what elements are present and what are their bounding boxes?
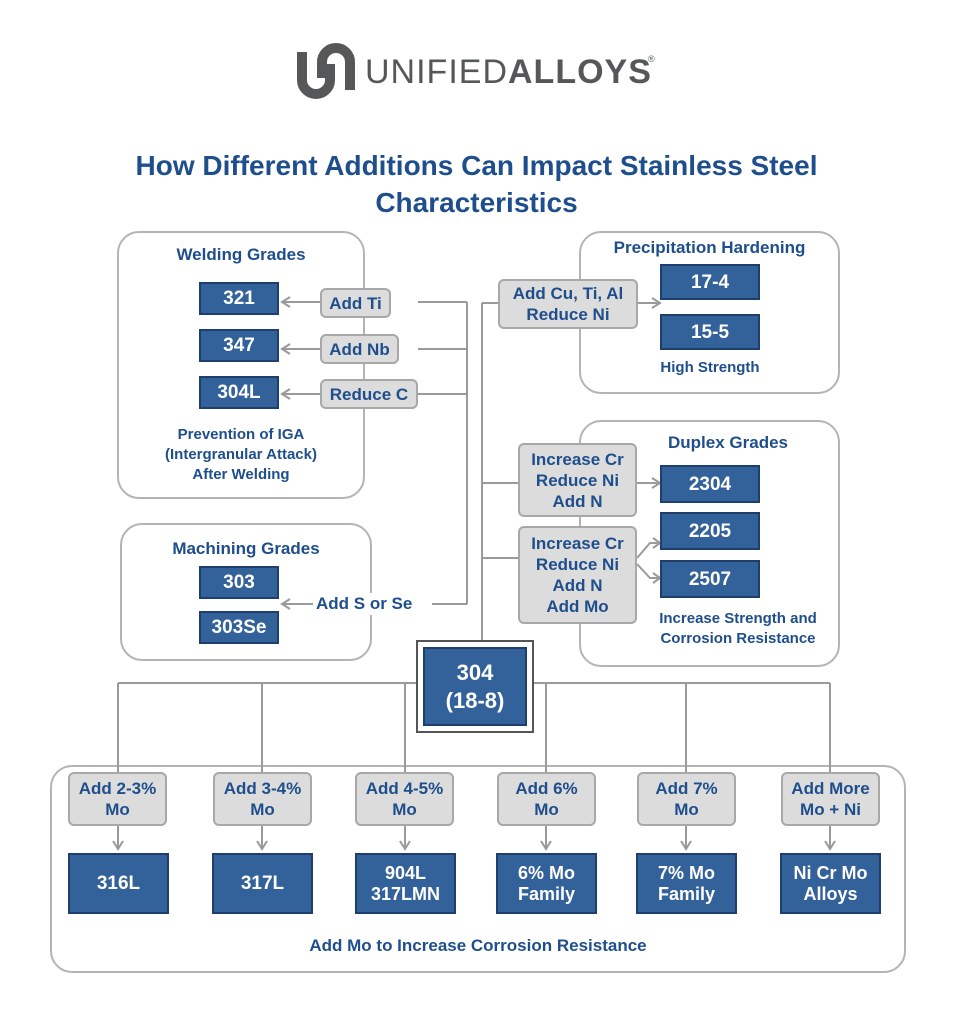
logo-wordmark: UNIFIEDALLOYS: [365, 52, 652, 92]
grade-ni-cr-mo-alloys: Ni Cr Mo Alloys: [780, 853, 881, 914]
grade-line-1: 7% Mo: [657, 862, 715, 883]
action-line-2: Mo: [250, 800, 275, 819]
action-line-2: Mo: [534, 800, 559, 819]
center-grade-label: 304: [456, 659, 494, 685]
grade-line-1: 317L: [240, 873, 285, 894]
grade-2304: 2304: [660, 465, 760, 503]
logo: [296, 42, 356, 100]
grade-316l: 316L: [68, 853, 169, 914]
logo-text-light: UNIFIED: [365, 53, 508, 91]
action-line-1: Add 2-3%: [78, 779, 157, 798]
duplex-note: Increase Strength and Corrosion Resistan…: [628, 609, 848, 649]
title-line-1: How Different Additions Can Impact Stain…: [135, 150, 818, 181]
action-add-7-mo: Add 7% Mo: [637, 772, 736, 826]
grade-303se: 303Se: [199, 611, 279, 644]
center-grade-304: 304 (18-8): [423, 647, 527, 726]
welding-note: Prevention of IGA (Intergranular Attack)…: [117, 425, 365, 485]
action-line-2: Reduce Ni: [535, 555, 620, 574]
precipitation-title: Precipitation Hardening: [613, 238, 806, 257]
action-line-2: Mo: [674, 800, 699, 819]
logo-text-bold: ALLOYS: [508, 53, 652, 91]
grade-321: 321: [199, 282, 279, 315]
action-line-1: Increase Cr: [531, 449, 624, 469]
page-title: How Different Additions Can Impact Stain…: [0, 147, 953, 221]
action-line-3: Add N: [552, 491, 603, 511]
action-add-nb: Add Nb: [320, 334, 399, 364]
grade-6-mo-family: 6% Mo Family: [496, 853, 597, 914]
moly-panel: [50, 765, 906, 973]
grade-line-2: Alloys: [803, 883, 858, 904]
registered-mark: ®: [648, 54, 655, 64]
grade-904l-317lmn: 904L 317LMN: [355, 853, 456, 914]
action-line-2: Mo: [105, 800, 130, 819]
welding-note-line-1: Prevention of IGA: [177, 426, 305, 443]
center-grade-frame: 304 (18-8): [416, 640, 534, 733]
grade-line-1: Ni Cr Mo: [793, 862, 868, 883]
action-line-1: Add Cu, Ti, Al: [512, 284, 624, 303]
grade-7-mo-family: 7% Mo Family: [636, 853, 737, 914]
grade-2205: 2205: [660, 512, 760, 550]
grade-15-5: 15-5: [660, 314, 760, 350]
action-add-2-3-mo: Add 2-3% Mo: [68, 772, 167, 826]
title-line-2: Characteristics: [375, 187, 578, 218]
welding-note-line-3: After Welding: [192, 466, 290, 483]
grade-304l: 304L: [199, 376, 279, 409]
action-add-6-mo: Add 6% Mo: [497, 772, 596, 826]
action-line-1: Add 6%: [515, 779, 578, 798]
grade-347: 347: [199, 329, 279, 362]
action-add-4-5-mo: Add 4-5% Mo: [355, 772, 454, 826]
grade-303: 303: [199, 566, 279, 599]
welding-panel: [117, 231, 365, 499]
welding-note-line-2: (Intergranular Attack): [165, 446, 317, 463]
action-line-2: Mo: [392, 800, 417, 819]
grade-17-4: 17-4: [660, 264, 760, 300]
action-line-1: Increase Cr: [531, 534, 624, 553]
action-line-4: Add Mo: [546, 597, 609, 616]
duplex-note-line-1: Increase Strength and: [659, 610, 817, 627]
action-line-2: Reduce Ni: [535, 470, 620, 490]
precipitation-note: High Strength: [660, 359, 760, 376]
grade-line-2: Family: [657, 883, 716, 904]
duplex-note-line-2: Corrosion Resistance: [660, 630, 816, 647]
center-grade-sub: (18-8): [445, 687, 505, 713]
logo-icon: [297, 43, 355, 99]
action-line-1: Add More: [791, 779, 870, 798]
machining-title: Machining Grades: [172, 539, 320, 558]
grade-317l: 317L: [212, 853, 313, 914]
grade-line-1: 904L: [384, 862, 427, 883]
action-increase-cr-add-n: Increase Cr Reduce Ni Add N: [518, 443, 637, 517]
grade-line-1: 6% Mo: [517, 862, 575, 883]
grade-line-1: 316L: [96, 873, 141, 894]
duplex-title: Duplex Grades: [668, 433, 788, 452]
grade-line-2: 317LMN: [370, 883, 441, 904]
action-line-3: Add N: [552, 576, 603, 595]
action-reduce-c: Reduce C: [320, 379, 418, 409]
action-add-more-mo-ni: Add More Mo + Ni: [781, 772, 880, 826]
action-line-1: Add 7%: [655, 779, 718, 798]
action-increase-cr-add-mo: Increase Cr Reduce Ni Add N Add Mo: [518, 526, 637, 624]
moly-note: Add Mo to Increase Corrosion Resistance: [309, 936, 647, 955]
action-add-ti: Add Ti: [320, 288, 391, 318]
action-add-cu-ti-al: Add Cu, Ti, Al Reduce Ni: [498, 279, 638, 329]
grade-2507: 2507: [660, 560, 760, 598]
action-line-1: Add 3-4%: [223, 779, 302, 798]
action-line-2: Mo + Ni: [800, 800, 861, 819]
welding-title: Welding Grades: [176, 245, 306, 264]
action-add-s-or-se: Add S or Se: [313, 593, 416, 615]
action-line-2: Reduce Ni: [526, 305, 610, 324]
grade-line-2: Family: [517, 883, 576, 904]
action-line-1: Add 4-5%: [365, 779, 444, 798]
action-add-3-4-mo: Add 3-4% Mo: [213, 772, 312, 826]
